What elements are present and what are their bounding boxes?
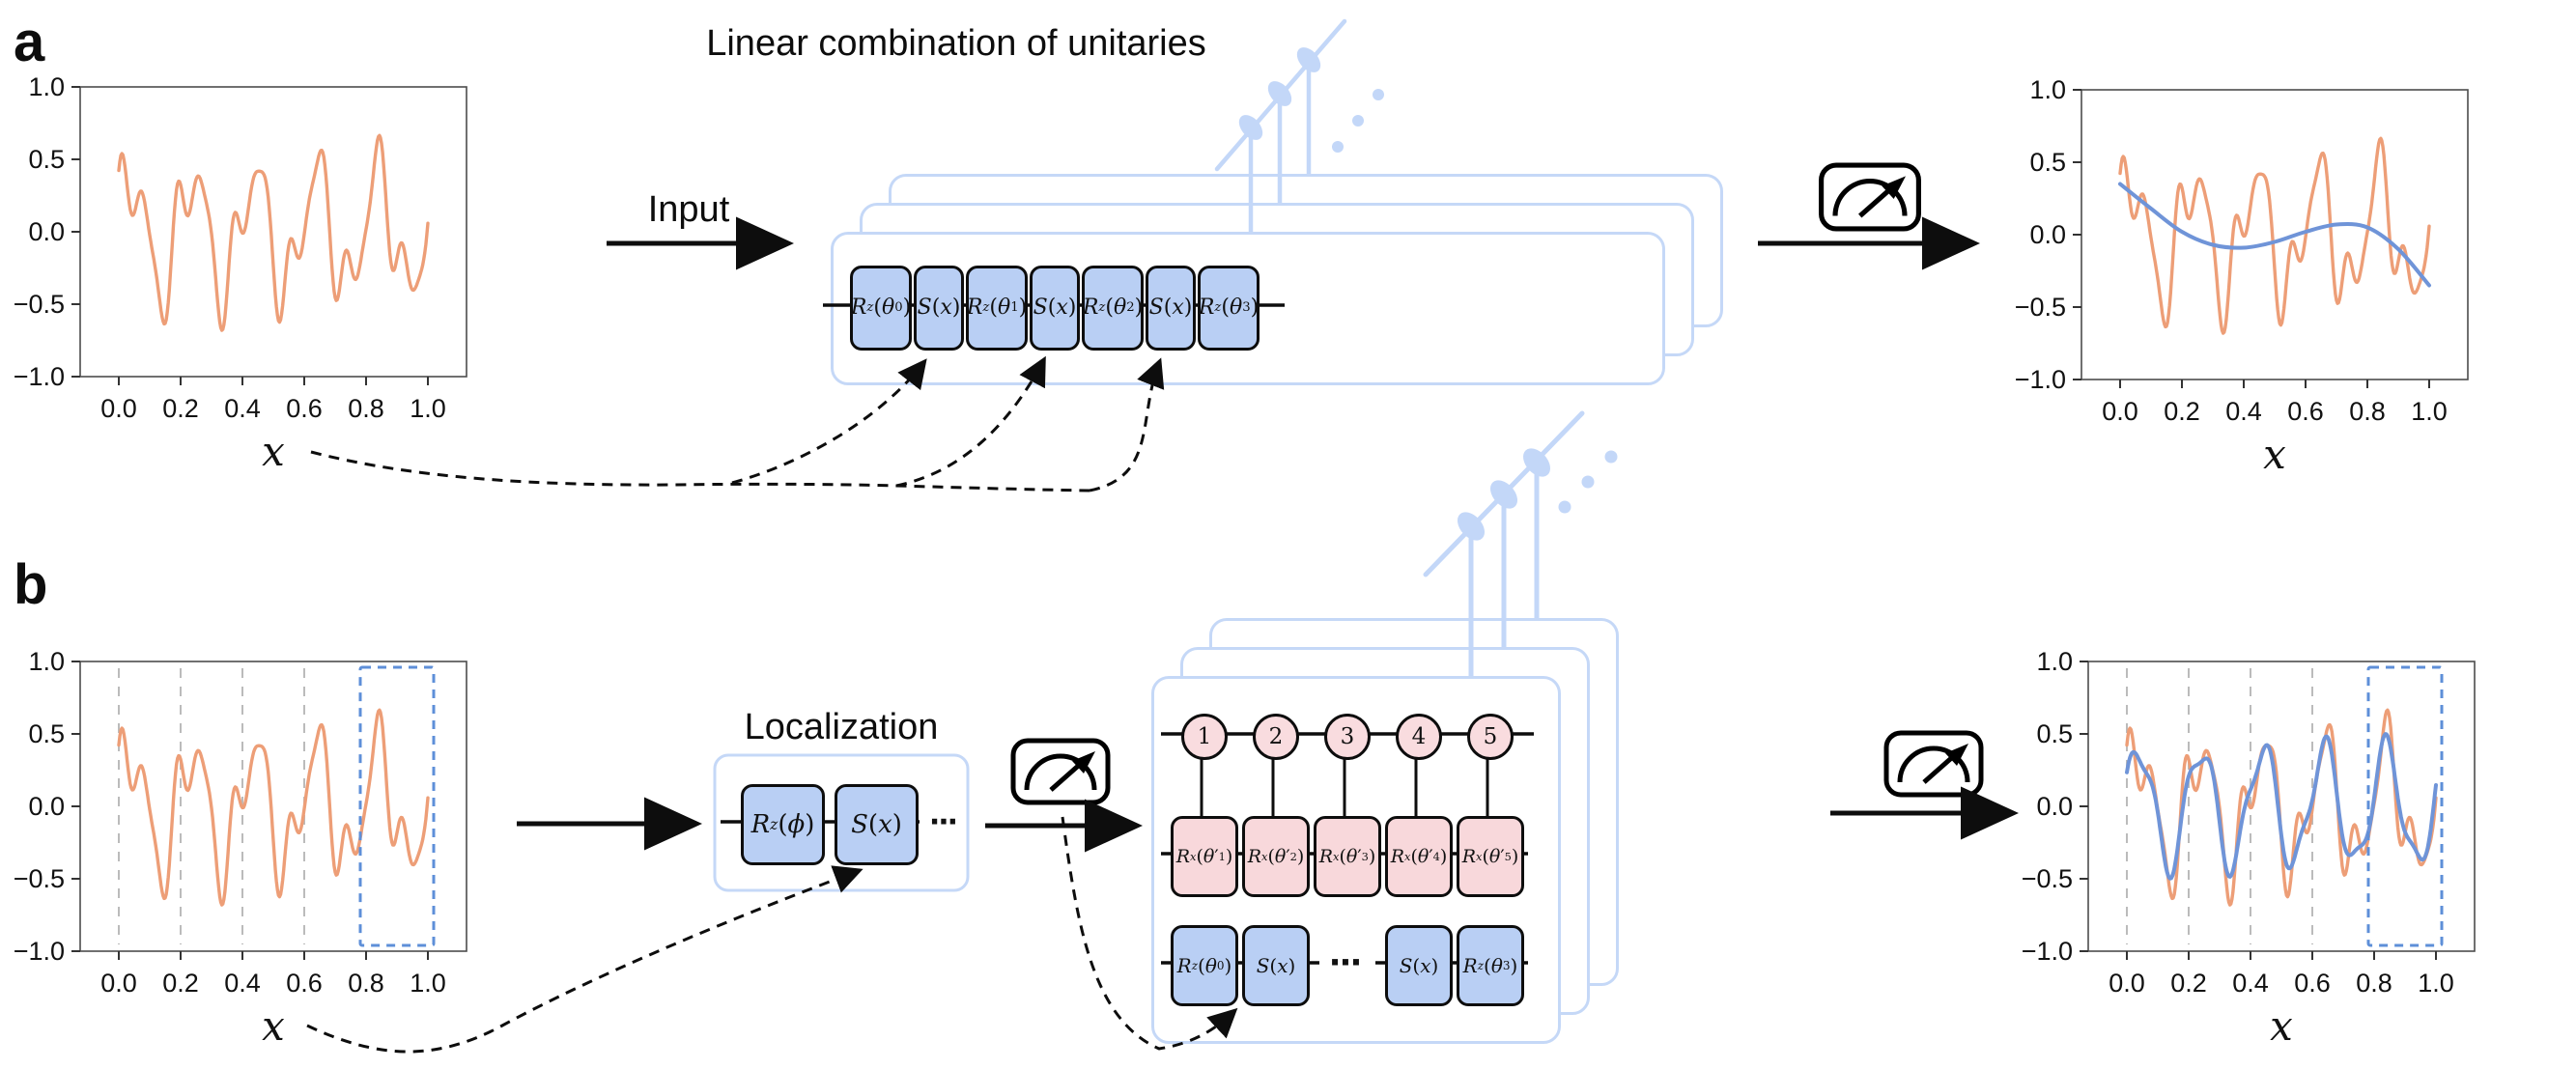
curve-target [2118, 136, 2431, 335]
x-to-sx-dashed-arrows [310, 355, 1165, 492]
x-tick-label: 1.0 [2411, 397, 2448, 426]
y-tick-label: 0.5 [28, 145, 65, 174]
x-tick-label: 1.0 [410, 394, 446, 423]
curve-fit_global [2118, 182, 2431, 288]
plot-b-out: 1.0 0.5 0.0 −0.5 −1.0 0.0 0.2 0.4 0.6 0.8 1.0 x [2022, 647, 2476, 1050]
y-tick-label: −1.0 [2022, 937, 2073, 966]
y-tick-label: 0.5 [2036, 719, 2073, 748]
y-tick-label: −0.5 [2022, 864, 2073, 893]
y-tick-label: −1.0 [14, 362, 65, 391]
x-axis-label: x [262, 428, 285, 475]
x-axis-label: x [262, 1002, 285, 1050]
x-tick-label: 0.2 [162, 394, 199, 423]
x-tick-label: 1.0 [2418, 969, 2454, 998]
curve-fit_local [2125, 732, 2438, 881]
stack-output-pins-icon [1214, 18, 1384, 232]
x-tick-label: 1.0 [410, 969, 446, 998]
localization-label: Localization [744, 707, 939, 747]
x-axis-label: x [2270, 1002, 2293, 1050]
measurement-gauge-icon [1886, 733, 1981, 795]
y-tick-label: 0.0 [28, 792, 65, 821]
panel-a-label: a [14, 11, 45, 73]
dashed-flow-arrows [306, 816, 1238, 1054]
x-tick-label: 0.6 [2294, 969, 2331, 998]
y-tick-label: 1.0 [28, 647, 65, 676]
plot-a-out: 1.0 0.5 0.0 −0.5 −1.0 0.0 0.2 0.4 0.6 0.8 1.0 x [2015, 75, 2469, 478]
plot-b-in: 1.0 0.5 0.0 −0.5 −1.0 0.0 0.2 0.4 0.6 0.8 1.0 x [14, 647, 467, 1050]
stack-output-pins-icon [1423, 410, 1618, 676]
y-tick-label: −0.5 [2015, 293, 2066, 322]
lcu-title: Linear combination of unitaries [706, 23, 1206, 64]
panel-b-label: b [14, 553, 48, 616]
x-axis-label: x [2263, 431, 2286, 478]
curve-target [117, 133, 430, 332]
x-tick-label: 0.2 [162, 969, 199, 998]
x-tick-label: 0.4 [224, 394, 261, 423]
x-tick-label: 0.4 [2225, 397, 2262, 426]
x-tick-label: 0.0 [2109, 969, 2145, 998]
y-tick-label: 1.0 [2029, 75, 2066, 104]
y-tick-label: −0.5 [14, 290, 65, 319]
y-tick-label: 1.0 [28, 72, 65, 101]
y-tick-label: 1.0 [2036, 647, 2073, 676]
x-tick-label: 0.0 [100, 394, 137, 423]
curve-target [117, 708, 430, 907]
x-tick-label: 0.0 [2102, 397, 2138, 426]
qubit-wires [1161, 732, 1534, 965]
plot-a-in: 1.0 0.5 0.0 −0.5 −1.0 0.0 0.2 0.4 0.6 0.8 1.0 x [14, 72, 467, 475]
x-tick-label: 0.8 [348, 394, 384, 423]
x-tick-label: 0.6 [286, 394, 323, 423]
x-tick-label: 0.2 [2170, 969, 2207, 998]
x-tick-label: 0.8 [2349, 397, 2386, 426]
x-tick-label: 0.2 [2164, 397, 2200, 426]
x-tick-label: 0.4 [2232, 969, 2269, 998]
y-tick-label: −1.0 [14, 937, 65, 966]
y-tick-label: 0.5 [28, 719, 65, 748]
y-tick-label: 0.0 [28, 217, 65, 246]
measurement-gauge-icon [1822, 165, 1919, 229]
y-tick-label: 0.5 [2029, 148, 2066, 177]
x-tick-label: 0.8 [2356, 969, 2392, 998]
measurement-gauge-icon [1013, 741, 1108, 802]
y-tick-label: 0.0 [2029, 220, 2066, 249]
x-tick-label: 0.8 [348, 969, 384, 998]
input-label: Input [647, 189, 730, 230]
x-tick-label: 0.6 [2287, 397, 2324, 426]
x-tick-label: 0.4 [224, 969, 261, 998]
y-tick-label: −0.5 [14, 864, 65, 893]
x-tick-label: 0.6 [286, 969, 323, 998]
y-tick-label: 0.0 [2036, 792, 2073, 821]
y-tick-label: −1.0 [2015, 365, 2066, 394]
x-tick-label: 0.0 [100, 969, 137, 998]
